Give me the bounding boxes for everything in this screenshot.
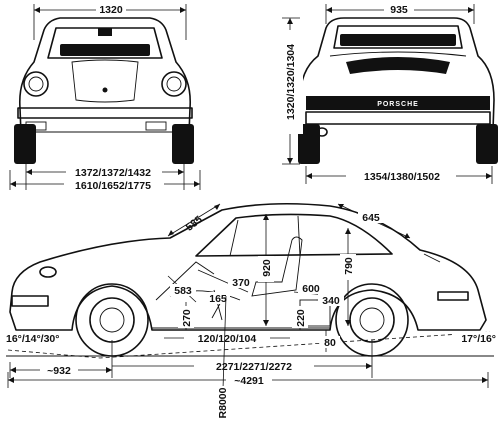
rear-seat-label: 600 <box>302 283 320 295</box>
interior-height-label: 920 <box>261 259 273 277</box>
overall-length-label: ~4291 <box>234 375 264 387</box>
sill-rear-label: 220 <box>295 309 307 327</box>
departure-angle-label: 17°/16° <box>461 333 496 345</box>
wheelbase-label: 2271/2271/2272 <box>216 361 292 373</box>
rear-view: PORSCHE 935 1320/1320/1304 1354/1380/150… <box>277 2 498 184</box>
floor-pedal-label: 165 <box>209 293 227 305</box>
rear-badge: PORSCHE <box>377 101 419 108</box>
front-view: 1320 1372/1372/1432 1610/1652/1775 <box>9 2 201 192</box>
turning-radius-label: R8000 <box>217 387 229 418</box>
windshield-label: 585 <box>184 213 205 233</box>
front-overall-width-label: 1610/1652/1775 <box>75 180 151 192</box>
sill-front-label: 270 <box>181 309 193 327</box>
side-view: 585 645 920 790 370 583 165 600 340 <box>4 202 498 421</box>
front-overhang-label: ~932 <box>47 365 71 377</box>
pedal-distance-label: 583 <box>174 285 192 297</box>
rear-height-label: 1320/1320/1304 <box>285 44 297 120</box>
rear-height-side-label: 790 <box>343 257 355 275</box>
approach-angle-label: 16°/14°/30° <box>6 333 59 345</box>
seat-depth-label: 370 <box>232 277 250 289</box>
seat-track-label: 120/120/104 <box>198 333 257 345</box>
rear-window-label: 645 <box>362 212 380 224</box>
front-width-label: 1320 <box>99 4 123 16</box>
rear-gap-label: 340 <box>322 295 340 307</box>
rear-roof-width-label: 935 <box>390 4 408 16</box>
clearance-label: 80 <box>324 337 336 349</box>
rear-track-label: 1354/1380/1502 <box>364 171 440 183</box>
front-track-label: 1372/1372/1432 <box>75 167 151 179</box>
